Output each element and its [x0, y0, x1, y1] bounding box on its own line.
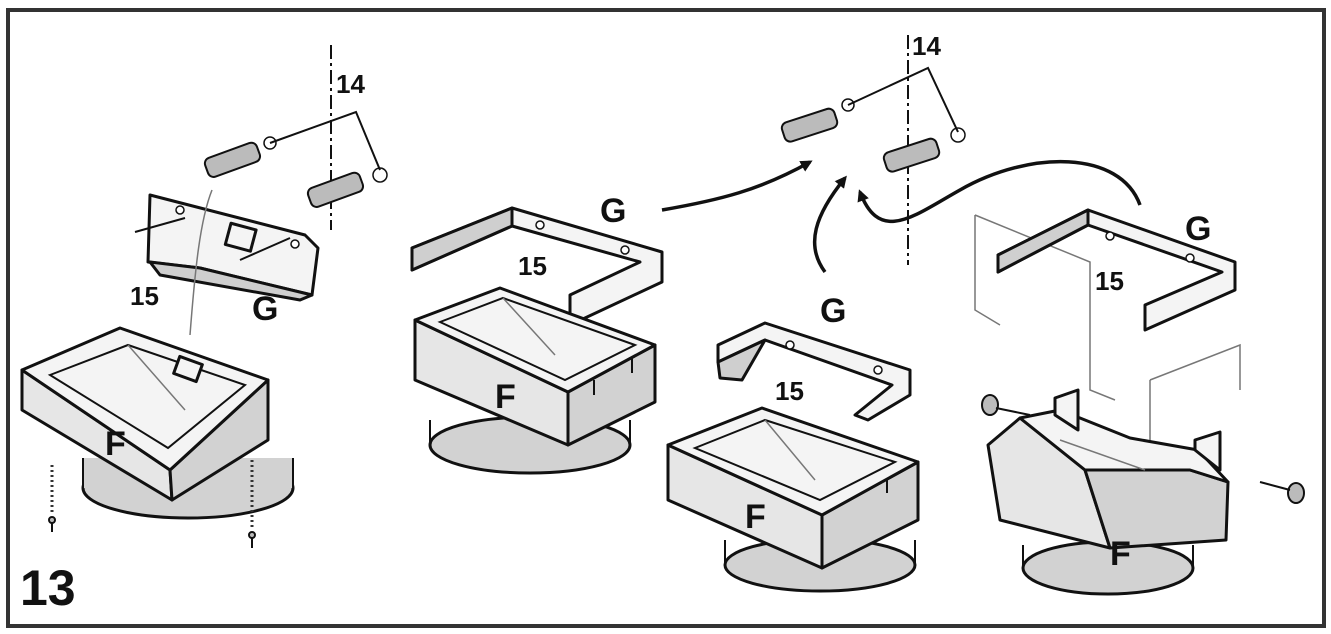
direction-arrow: [812, 175, 847, 274]
stage-4-assembly: G 15 F: [974, 208, 1305, 596]
adapter-piece: [986, 388, 1230, 596]
figure-number: 13: [20, 560, 76, 616]
mounting-bracket: [996, 208, 1237, 332]
screw: [981, 394, 1031, 416]
filter-label: F: [1110, 535, 1131, 573]
direction-arrow: [857, 159, 1142, 224]
bracket-label: G: [1185, 210, 1211, 248]
screw: [1259, 481, 1305, 504]
wall-plug: [882, 127, 966, 173]
bracket-number-label: 15: [1095, 266, 1124, 296]
screw: [134, 217, 186, 233]
plug-label: 14: [912, 31, 941, 61]
bracket-number-label: 15: [130, 281, 159, 311]
stage-1-assembly: 14 15 G F 13: [20, 45, 388, 616]
stage-3-assembly: G 15 F: [666, 292, 920, 593]
wall-plugs-upper: 14: [780, 31, 966, 265]
plug-label: 14: [336, 69, 365, 99]
filter-box: [666, 406, 920, 593]
bracket-label: G: [252, 290, 278, 328]
mounting-bracket: [716, 321, 912, 422]
filter-box: [20, 326, 295, 520]
filter-label: F: [495, 378, 516, 416]
bracket-label: G: [820, 292, 846, 330]
filter-label: F: [745, 498, 766, 536]
stage-2-assembly: G 15 F: [410, 192, 664, 475]
bracket-number-label: 15: [775, 376, 804, 406]
wall-plug: [306, 167, 388, 208]
bracket-number-label: 15: [518, 251, 547, 281]
figure-frame: [6, 8, 1326, 628]
wall-plug: [780, 98, 855, 143]
direction-arrow: [661, 160, 813, 212]
wall-plug: [203, 136, 277, 178]
filter-box: [413, 286, 657, 475]
bracket-label: G: [600, 192, 626, 230]
mounting-bracket: [410, 206, 664, 327]
filter-label: F: [105, 425, 126, 463]
